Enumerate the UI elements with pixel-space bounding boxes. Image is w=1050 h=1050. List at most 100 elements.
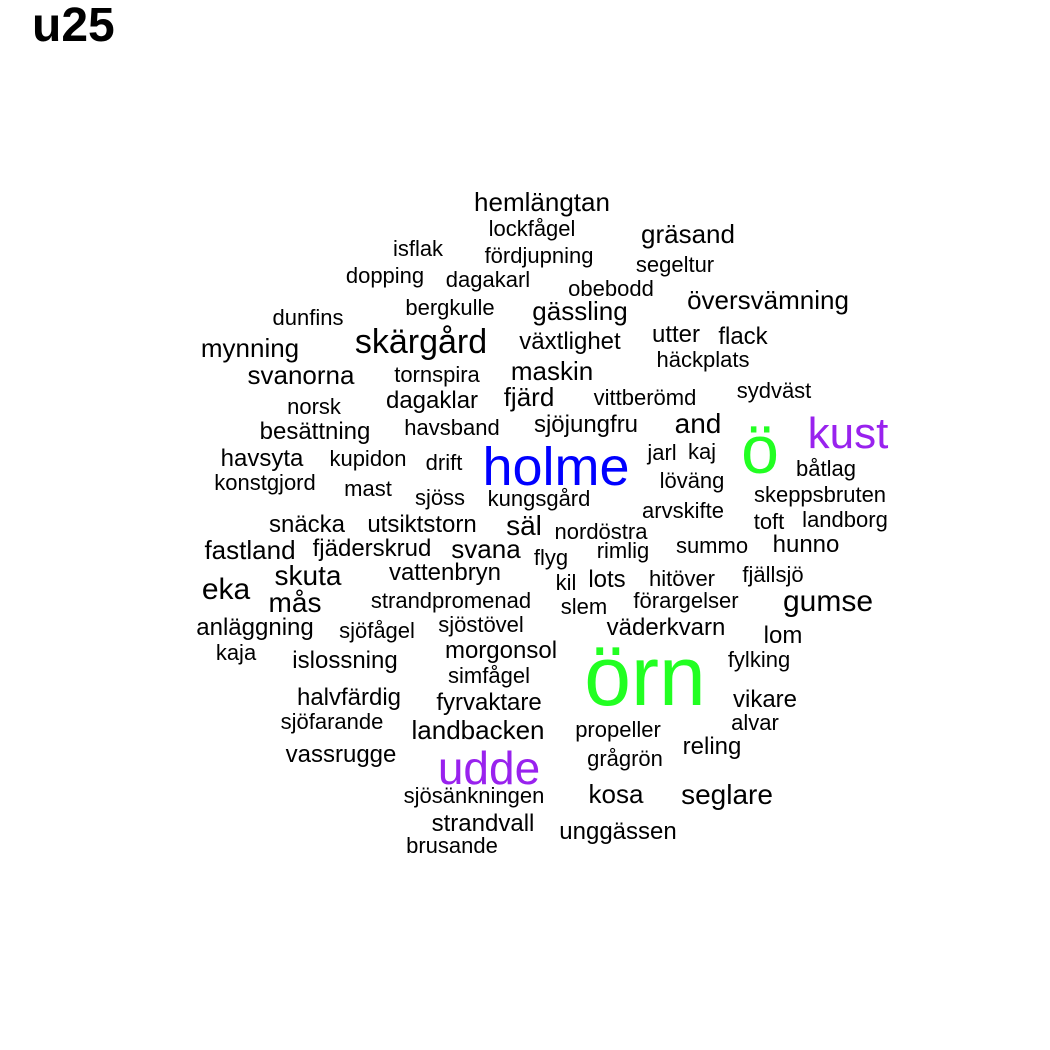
word-anlaggning: anläggning xyxy=(196,614,314,641)
word-landborg: landborg xyxy=(802,507,888,532)
word-udde: udde xyxy=(437,742,541,794)
word-segeltur: segeltur xyxy=(635,252,715,277)
word-mas: mås xyxy=(268,587,322,618)
word-maskin: maskin xyxy=(510,356,594,386)
word-flack: flack xyxy=(718,323,768,350)
word-oversvamning: översvämning xyxy=(687,285,849,315)
word-reling: reling xyxy=(682,733,742,760)
word-mynning: mynning xyxy=(200,333,300,363)
word-fjallsjo: fjällsjö xyxy=(742,562,804,587)
word-propeller: propeller xyxy=(575,717,661,742)
word-vittberomd: vittberömd xyxy=(593,385,697,410)
word-orn: örn xyxy=(584,629,706,723)
word-gassling: gässling xyxy=(532,296,628,326)
word-alvar: alvar xyxy=(731,710,779,735)
word-sjoss: sjöss xyxy=(414,485,466,510)
word-unggassen: unggässen xyxy=(559,818,677,845)
word-snacka: snäcka xyxy=(268,511,346,538)
word-fjard: fjärd xyxy=(503,382,555,412)
word-svanorna: svanorna xyxy=(247,360,355,390)
word-fastland: fastland xyxy=(204,535,296,565)
word-sydvast: sydväst xyxy=(736,378,812,403)
word-summo: summo xyxy=(675,533,749,558)
word-dagakarl: dagakarl xyxy=(445,267,531,292)
word-sjojungfru: sjöjungfru xyxy=(533,411,639,438)
word-hunno: hunno xyxy=(772,531,840,558)
word-bergkulle: bergkulle xyxy=(405,295,495,320)
word-kil: kil xyxy=(555,570,577,595)
word-havsyta: havsyta xyxy=(220,445,304,472)
word-havsband: havsband xyxy=(404,415,500,440)
word-rimlig: rimlig xyxy=(596,538,650,563)
word-sjostovel: sjöstövel xyxy=(438,612,524,637)
word-hitover: hitöver xyxy=(648,566,716,591)
word-fjaderskrud: fjäderskrud xyxy=(312,535,432,562)
word-strandvall: strandvall xyxy=(431,810,535,837)
word-grasand: gräsand xyxy=(641,219,735,249)
word-sjofarande: sjöfarande xyxy=(280,709,384,734)
word-svana: svana xyxy=(451,534,521,564)
word-hackplats: häckplats xyxy=(656,347,750,372)
word-kaja: kaja xyxy=(215,640,257,665)
word-lockfagel: lockfågel xyxy=(488,216,576,241)
word-skuta: skuta xyxy=(274,560,342,591)
word-kupidon: kupidon xyxy=(329,446,407,471)
word-flyg: flyg xyxy=(533,545,569,570)
word-nordostra: nordöstra xyxy=(554,519,648,544)
word-arvskifte: arvskifte xyxy=(642,498,724,523)
word-norsk: norsk xyxy=(287,394,341,419)
word-sjofagel: sjöfågel xyxy=(339,618,415,643)
word-and: and xyxy=(674,408,722,439)
word-lom: lom xyxy=(763,622,803,649)
word-lovang: löväng xyxy=(659,468,725,493)
word-toft: toft xyxy=(753,509,785,534)
word-eka: eka xyxy=(201,573,251,606)
word-kosa: kosa xyxy=(588,779,644,809)
word-forargelser: förargelser xyxy=(633,588,739,613)
word-konstgjord: konstgjord xyxy=(214,470,316,495)
word-seglare: seglare xyxy=(681,779,773,810)
word-besattning: besättning xyxy=(259,418,371,445)
word-gragron: grågrön xyxy=(587,746,663,771)
word-dopping: dopping xyxy=(345,263,425,288)
word-vassrugge: vassrugge xyxy=(285,741,397,768)
word-vattenbryn: vattenbryn xyxy=(388,559,502,586)
word-skargard: skärgård xyxy=(354,323,488,361)
word-mast: mast xyxy=(344,476,392,501)
page-title: u25 xyxy=(32,0,115,52)
word-fyrvaktare: fyrvaktare xyxy=(436,689,542,716)
word-skeppsbruten: skeppsbruten xyxy=(753,482,887,507)
word-morgonsol: morgonsol xyxy=(444,637,558,664)
word-lots: lots xyxy=(588,566,626,593)
word-kaj: kaj xyxy=(687,439,717,464)
word-islossning: islossning xyxy=(292,647,398,674)
word-hemlangtan: hemlängtan xyxy=(474,187,610,217)
word-isflak: isflak xyxy=(392,236,444,261)
word-batlag: båtlag xyxy=(796,456,856,481)
word-fylking: fylking xyxy=(727,647,791,672)
word-strandpromenad: strandpromenad xyxy=(370,588,532,613)
word-utsiktstorn: utsiktstorn xyxy=(367,511,477,538)
word-slem: slem xyxy=(560,594,608,619)
word-drift: drift xyxy=(425,450,463,475)
word-kust: kust xyxy=(807,409,889,458)
word-utter: utter xyxy=(651,321,701,348)
word-landbacken: landbacken xyxy=(411,715,545,745)
word-kungsgard: kungsgård xyxy=(487,486,591,511)
word-jarl: jarl xyxy=(647,440,677,465)
word-dagaklar: dagaklar xyxy=(385,387,479,414)
word-tornspira: tornspira xyxy=(394,362,480,387)
word-brusande: brusande xyxy=(406,833,498,858)
word-obebodd: obebodd xyxy=(568,276,654,301)
word-vikare: vikare xyxy=(732,686,798,713)
word-vaderkvarn: väderkvarn xyxy=(606,614,726,641)
word-sjosankningen: sjösänkningen xyxy=(403,783,545,808)
word-sal: säl xyxy=(506,510,542,541)
word-gumse: gumse xyxy=(782,585,874,618)
word-dunfins: dunfins xyxy=(272,305,344,330)
word-vaxtlighet: växtlighet xyxy=(519,328,621,355)
word-fordjupning: fördjupning xyxy=(484,243,594,268)
word-holme: holme xyxy=(482,437,630,497)
word-simfagel: simfågel xyxy=(448,663,530,688)
